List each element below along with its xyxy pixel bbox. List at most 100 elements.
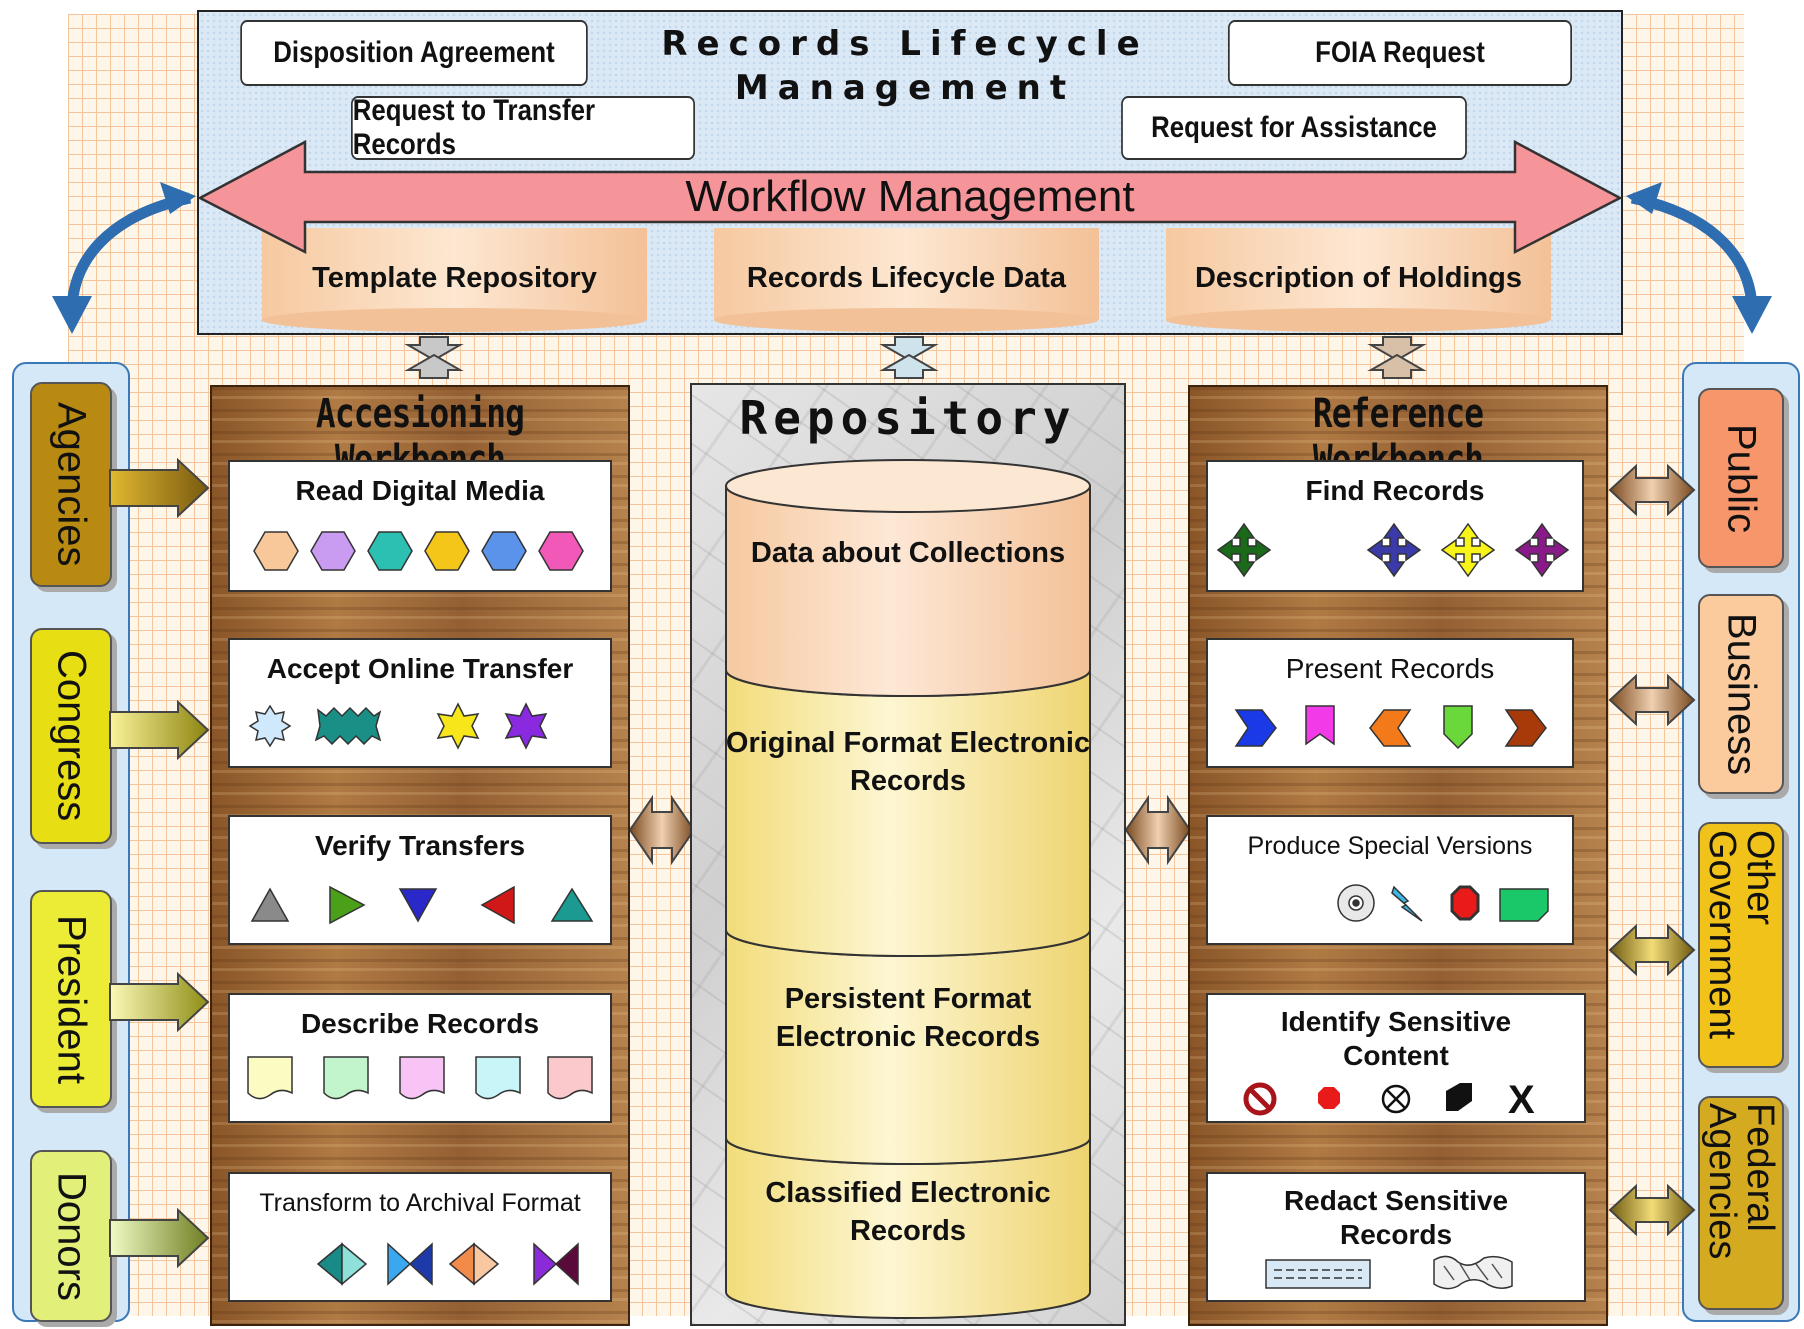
- chevron-left-icon: [1369, 709, 1412, 747]
- consumer-federal-agencies: Federal Agencies: [1698, 1096, 1784, 1310]
- arrow-federal-agencies: [1608, 1183, 1696, 1237]
- arrow-public: [1608, 463, 1696, 517]
- card-produce-special-versions: Produce Special Versions: [1206, 815, 1574, 945]
- star-icons: [248, 702, 548, 750]
- triangle-icons: [250, 885, 594, 925]
- card-transform-archival: Transform to Archival Format: [228, 1172, 612, 1302]
- arrow-president: [109, 971, 210, 1033]
- card-present-records: Present Records: [1206, 638, 1574, 768]
- octagon-icon: [1450, 885, 1480, 921]
- triangle-right-icon: [329, 885, 366, 925]
- collate-icon: [387, 1242, 412, 1286]
- card-find-records: Find Records: [1206, 460, 1584, 592]
- four-way-arrow-icon: [1366, 522, 1422, 578]
- hexagon-icon: [310, 531, 356, 571]
- card-read-digital-media: Read Digital Media: [228, 460, 612, 592]
- arrow-agencies: [109, 457, 210, 519]
- hexagon-icon: [367, 531, 413, 571]
- arrow-business: [1608, 673, 1696, 727]
- stop-icon: [1318, 1087, 1340, 1109]
- document-icon: [475, 1056, 521, 1100]
- hexagon-icon: [481, 531, 527, 571]
- hexagon-icons: [253, 531, 584, 571]
- chevron-right-icon: [1234, 709, 1277, 747]
- segment-label-classified: Classified Electronic Records: [765, 1177, 1051, 1247]
- document-icon: [547, 1056, 593, 1100]
- card-identify-sensitive: Identify Sensitive Content X: [1206, 993, 1586, 1123]
- wave-banner-icon: [314, 706, 382, 746]
- segment-label-collections: Data about Collections: [750, 537, 1066, 569]
- description-of-holdings-label: Description of Holdings: [1194, 261, 1523, 294]
- records-lifecycle-data-label: Records Lifecycle Data: [746, 261, 1067, 294]
- connector-middle: [879, 336, 939, 379]
- arrow-congress: [109, 699, 210, 761]
- pentagon-down-icon: [1443, 705, 1473, 750]
- card-describe-records: Describe Records: [228, 993, 612, 1123]
- star-icon: [436, 702, 480, 750]
- cylinder-segment-original: [725, 669, 1091, 957]
- x-mark-icon: X: [1508, 1078, 1535, 1122]
- transfer-request-box: Request to Transfer Records: [351, 94, 695, 161]
- cylinder-segment-classified: [725, 1137, 1091, 1319]
- triangle-left-icon: [480, 885, 515, 925]
- sensitive-icons: X: [1243, 1078, 1535, 1122]
- description-of-holdings-cylinder: [1166, 228, 1551, 332]
- title-line-2: Management: [734, 68, 1076, 108]
- assistance-request-box: Request for Assistance: [1121, 96, 1467, 160]
- pentagon-down-icon: [1305, 705, 1335, 746]
- note-icon: [1499, 888, 1549, 922]
- consumer-business: Business: [1698, 594, 1784, 794]
- hexagon-icon: [253, 531, 299, 571]
- cylinder-segment-persistent: [725, 929, 1091, 1165]
- special-version-icons: [1337, 884, 1549, 922]
- compass-icons: [1216, 522, 1570, 578]
- title-line-1: Records Lifecycle: [661, 24, 1149, 64]
- triangle-up-icon: [550, 887, 594, 922]
- collate-icon: [554, 1242, 579, 1286]
- merge-icon: [473, 1242, 500, 1286]
- redact-icons: [1265, 1255, 1513, 1290]
- starburst-icon: [248, 704, 292, 748]
- template-repository-cylinder: [262, 228, 647, 332]
- hexagon-icon: [538, 531, 584, 571]
- cross-circle-icon: [1381, 1084, 1411, 1114]
- card-accept-online-transfer: Accept Online Transfer: [228, 638, 612, 768]
- no-entry-icon: [1243, 1082, 1277, 1116]
- document-icon: [399, 1056, 445, 1100]
- triangle-down-icon: [398, 888, 438, 923]
- repository-title: Repository: [739, 391, 1077, 445]
- torn-paper-icon: [1433, 1255, 1513, 1290]
- four-way-arrow-icon: [1514, 522, 1570, 578]
- merge-icon: [341, 1242, 368, 1286]
- four-way-arrow-icon: [1440, 522, 1496, 578]
- collate-icon: [408, 1242, 433, 1286]
- document-icons: [247, 1056, 593, 1100]
- records-lifecycle-title: Records Lifecycle Management: [640, 22, 1170, 110]
- arrow-donors: [109, 1207, 210, 1269]
- workflow-management-label: Workflow Management: [685, 172, 1135, 221]
- card-verify-transfers: Verify Transfers: [228, 815, 612, 945]
- redaction-bar-icon: [1265, 1259, 1371, 1289]
- segment-label-original: Original Format Electronic Records: [725, 727, 1091, 797]
- connector-right: [1367, 336, 1427, 379]
- document-icon: [323, 1056, 369, 1100]
- records-lifecycle-data-cylinder: [714, 228, 1099, 332]
- producer-agencies: Agencies: [30, 382, 112, 587]
- connector-left: [404, 336, 464, 379]
- foia-request-box: FOIA Request: [1228, 20, 1572, 86]
- segment-label-persistent: Persistent Format Electronic Records: [775, 983, 1041, 1053]
- document-icon: [247, 1056, 293, 1100]
- hexagon-icon: [424, 531, 470, 571]
- four-way-arrow-icon: [1216, 522, 1272, 578]
- collate-icon: [533, 1242, 558, 1286]
- triangle-up-icon: [250, 887, 290, 922]
- star-icon: [504, 702, 548, 750]
- cylinder-segment-collections: [725, 485, 1091, 697]
- disposition-agreement-box: Disposition Agreement: [240, 20, 588, 86]
- consumer-public: Public: [1698, 388, 1784, 568]
- cube-icon: [1446, 1083, 1472, 1111]
